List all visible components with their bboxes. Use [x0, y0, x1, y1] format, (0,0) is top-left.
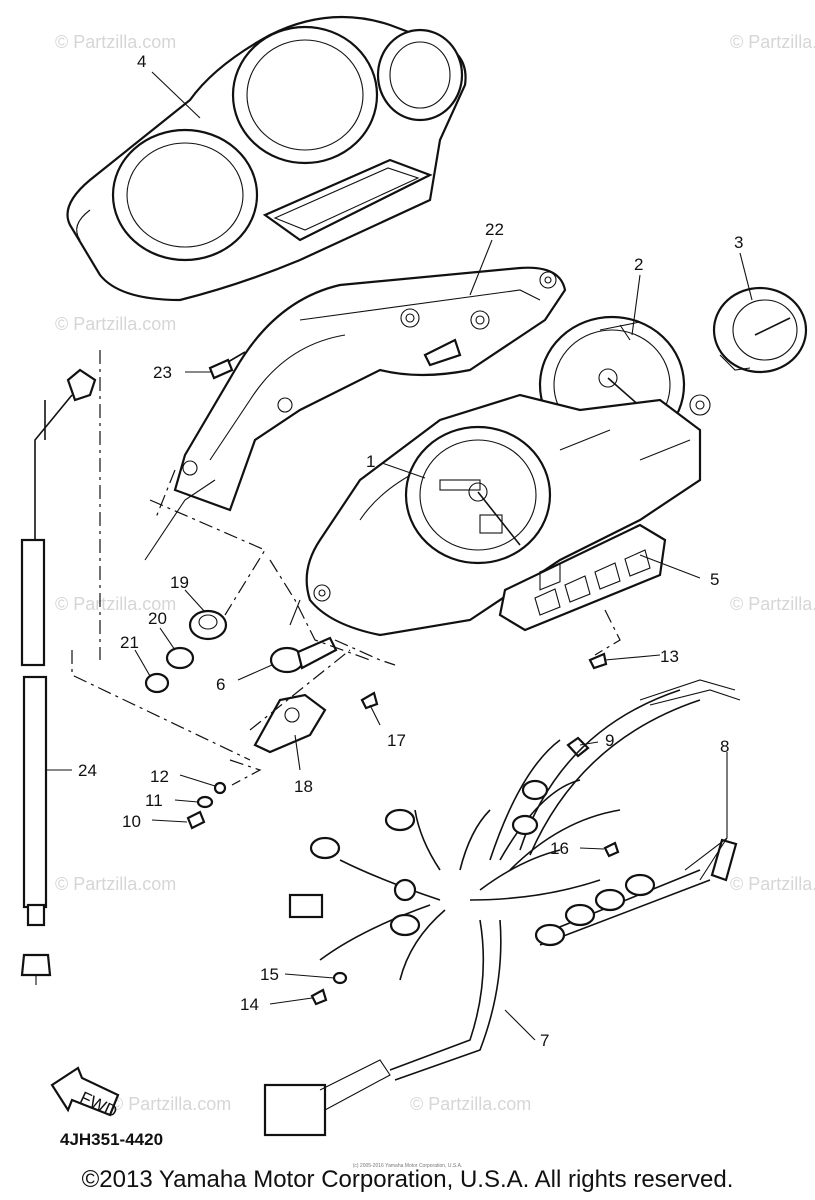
callout-15: 15 — [260, 965, 279, 984]
watermark: © Partzilla.com — [55, 594, 176, 614]
assembly-lines — [71, 350, 621, 786]
watermark: © Partzilla.com — [55, 314, 176, 334]
gauge-drawing — [712, 286, 808, 374]
callout-3: 3 — [734, 233, 743, 252]
callout-11: 11 — [145, 791, 163, 810]
callout-21: 21 — [120, 633, 139, 652]
callout-7: 7 — [540, 1031, 549, 1050]
callout-13: 13 — [660, 647, 679, 666]
watermarks: © Partzilla.com © Partzilla.com © Partzi… — [55, 32, 815, 1114]
part-code: 4JH351-4420 — [60, 1130, 164, 1149]
small-parts-drawing — [144, 351, 738, 1006]
speedometer-drawing — [404, 425, 552, 565]
callout-24: 24 — [78, 761, 97, 780]
callout-17: 17 — [387, 731, 406, 750]
callout-9: 9 — [605, 731, 614, 750]
watermark: © Partzilla.com — [730, 594, 815, 614]
watermark: © Partzilla.com — [110, 1094, 231, 1114]
callout-19: 19 — [170, 573, 189, 592]
fine-print: (c) 2005-2016 Yamaha Motor Corporation, … — [352, 1163, 463, 1169]
meter-cover-drawing — [66, 15, 467, 302]
callout-20: 20 — [148, 609, 167, 628]
watermark: © Partzilla.com — [410, 1094, 531, 1114]
callout-8: 8 — [720, 737, 729, 756]
callout-14: 14 — [240, 995, 259, 1014]
callout-1: 1 — [366, 452, 375, 471]
wire-harness-drawing — [263, 679, 741, 1137]
callout-12: 12 — [150, 767, 169, 786]
indicator-panel-drawing — [498, 523, 667, 632]
callout-labels: 4 22 2 3 23 1 5 19 20 21 6 13 17 9 8 24 … — [78, 52, 743, 1050]
callout-16: 16 — [550, 839, 569, 858]
bracket-drawing — [144, 266, 567, 561]
callout-2: 2 — [634, 255, 643, 274]
leader-lines — [45, 71, 753, 1041]
watermark: © Partzilla.com — [55, 874, 176, 894]
callout-23: 23 — [153, 363, 172, 382]
callout-4: 4 — [137, 52, 146, 71]
watermark: © Partzilla.com — [55, 32, 176, 52]
watermark: © Partzilla.com — [730, 32, 815, 52]
watermark: © Partzilla.com — [730, 874, 815, 894]
callout-18: 18 — [294, 777, 313, 796]
speedometer-cable-drawing — [20, 368, 97, 985]
callout-5: 5 — [710, 570, 719, 589]
fwd-arrow-icon: FWD — [50, 1066, 120, 1122]
callout-6: 6 — [216, 675, 225, 694]
callout-22: 22 — [485, 220, 504, 239]
copyright-notice: ©2013 Yamaha Motor Corporation, U.S.A. A… — [81, 1166, 734, 1193]
callout-10: 10 — [122, 812, 141, 831]
